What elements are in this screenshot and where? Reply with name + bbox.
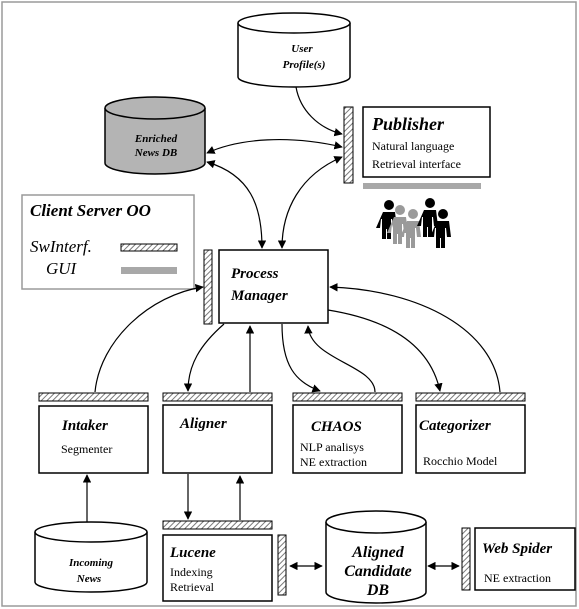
chaos-title: CHAOS	[311, 419, 362, 435]
aligned-db-label-2: Candidate	[344, 563, 412, 580]
intaker-box	[38, 405, 149, 474]
legend-swinterf-label: SwInterf.	[30, 237, 92, 256]
aligned-db-label-3: DB	[366, 582, 390, 599]
user-profiles-db: User Profile(s)	[237, 12, 351, 88]
intaker-component: Intaker Segmenter	[38, 392, 149, 474]
publisher-gui-bar	[363, 183, 481, 189]
legend-gui-swatch	[121, 267, 177, 274]
arrow-intaker-to-process-manager	[94, 283, 204, 393]
lucene-line-1: Indexing	[170, 565, 213, 579]
aligned-candidate-db: Aligned Candidate DB	[277, 510, 427, 604]
legend-title: Client Server OO	[30, 201, 151, 220]
categorizer-sub: Rocchio Model	[423, 454, 498, 468]
chaos-component: CHAOS NLP analisys NE extraction	[292, 392, 403, 474]
lucene-interface-bar	[162, 520, 273, 530]
categorizer-interface-bar	[415, 392, 526, 402]
web-spider-box	[474, 527, 576, 591]
aligned-db-label-1: Aligned	[351, 544, 405, 561]
lucene-box	[162, 534, 273, 602]
publisher-box	[362, 106, 491, 178]
intaker-title: Intaker	[61, 418, 108, 434]
legend-gui-label: GUI	[46, 259, 78, 278]
incoming-news-label-1: Incoming	[68, 557, 114, 569]
arrow-process-manager-to-chaos	[281, 323, 321, 393]
chaos-line-2: NE extraction	[300, 455, 367, 469]
arrow-process-manager-to-aligner	[183, 323, 225, 392]
publisher-component: Publisher Natural language Retrieval int…	[343, 106, 491, 189]
web-spider-interface-bar	[461, 527, 471, 591]
process-manager-box	[218, 249, 329, 324]
publisher-line-2: Retrieval interface	[372, 157, 461, 171]
lucene-title: Lucene	[169, 545, 216, 561]
aligner-component: Aligner	[162, 392, 273, 474]
publisher-title: Publisher	[371, 114, 445, 134]
lucene-component: Lucene Indexing Retrieval	[162, 520, 273, 602]
categorizer-box	[415, 404, 526, 474]
web-spider-component: Web Spider NE extraction	[461, 527, 576, 591]
arrow-publisher-process-manager	[277, 156, 343, 249]
enriched-news-db: Enriched News DB	[104, 96, 206, 175]
enriched-news-label-2: News DB	[134, 147, 177, 159]
aligner-title: Aligner	[179, 416, 227, 432]
publisher-interface-bar	[343, 106, 354, 184]
connectors	[82, 86, 501, 571]
legend-box: Client Server OO SwInterf. GUI	[21, 194, 195, 290]
incoming-news-db: Incoming News	[34, 521, 148, 593]
lucene-line-2: Retrieval	[170, 580, 215, 594]
users-group-icon	[376, 198, 451, 248]
chaos-box	[292, 404, 403, 474]
aligned-db-interface-bar	[277, 534, 287, 596]
arrow-process-manager-to-categorizer	[327, 309, 443, 392]
process-manager-component: Process Manager	[203, 249, 329, 325]
user-profiles-label-2: Profile(s)	[283, 59, 326, 71]
enriched-news-label-1: Enriched	[134, 133, 178, 145]
intaker-interface-bar	[38, 392, 149, 402]
arrow-enriched-db-process-manager	[206, 160, 267, 249]
legend-swinterf-swatch	[120, 243, 178, 252]
publisher-line-1: Natural language	[372, 139, 454, 153]
process-manager-title-2: Manager	[230, 288, 288, 304]
process-manager-title-1: Process	[231, 266, 279, 282]
process-manager-interface-bar	[203, 249, 213, 325]
categorizer-component: Categorizer Rocchio Model	[415, 392, 526, 474]
arrow-categorizer-to-process-manager	[329, 283, 501, 393]
arrow-profiles-to-publisher	[295, 86, 343, 137]
user-profiles-label-1: User	[291, 43, 313, 55]
web-spider-title: Web Spider	[482, 541, 552, 557]
incoming-news-label-2: News	[76, 573, 101, 585]
chaos-interface-bar	[292, 392, 403, 402]
arrow-chaos-to-process-manager	[304, 325, 376, 393]
arrow-publisher-enriched-db	[206, 138, 343, 154]
aligner-interface-bar	[162, 392, 273, 402]
aligner-box	[162, 404, 273, 474]
categorizer-title: Categorizer	[419, 418, 491, 434]
intaker-sub: Segmenter	[61, 442, 112, 456]
chaos-line-1: NLP analisys	[300, 440, 364, 454]
web-spider-sub: NE extraction	[484, 571, 551, 585]
